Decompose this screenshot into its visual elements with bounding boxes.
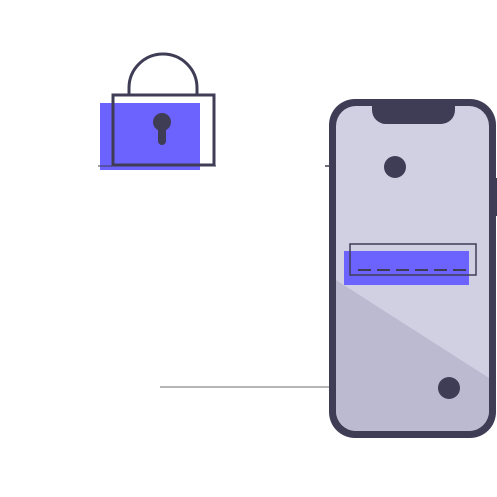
padlock-body-outline (111, 93, 216, 167)
padlock-icon (98, 52, 216, 170)
connector-dot-bottom (438, 377, 460, 399)
password-field (344, 243, 477, 285)
padlock-shackle (127, 52, 199, 96)
keyhole-icon (153, 113, 171, 145)
password-field-accent (344, 251, 469, 285)
password-field-outline (349, 243, 477, 276)
padlock-body-accent (100, 103, 200, 170)
phone-notch (372, 106, 455, 124)
connector-dot-top (384, 156, 406, 178)
